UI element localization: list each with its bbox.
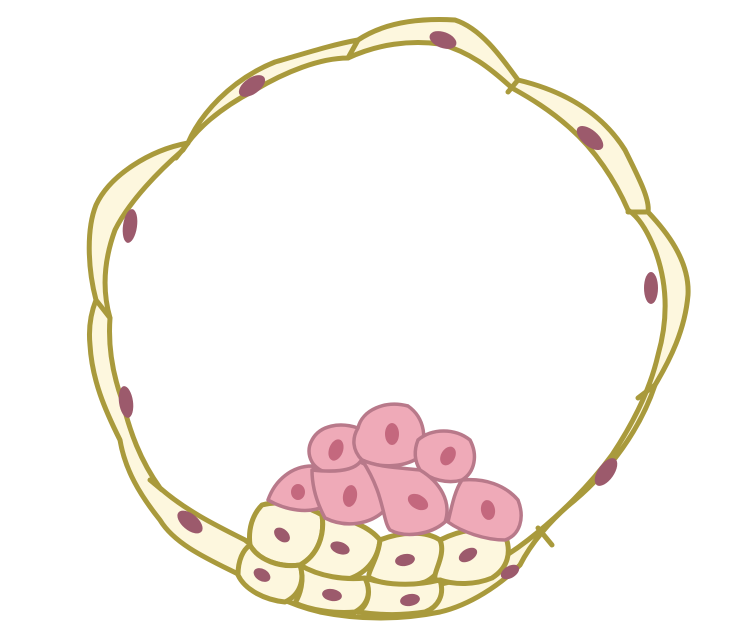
nucleus bbox=[395, 553, 415, 567]
cell-boundary bbox=[173, 140, 191, 161]
nucleus bbox=[322, 588, 342, 602]
cell-boundary bbox=[505, 77, 521, 95]
nucleus bbox=[238, 75, 266, 97]
nucleus bbox=[342, 485, 358, 507]
nucleus bbox=[458, 547, 478, 563]
nucleus bbox=[400, 593, 420, 607]
inner-cell-mass-base bbox=[235, 500, 511, 618]
cell-boundary bbox=[93, 297, 113, 321]
nucleus bbox=[407, 493, 429, 511]
nucleus bbox=[480, 500, 496, 520]
nucleus bbox=[328, 439, 344, 461]
nucleus bbox=[122, 209, 138, 243]
base-cell bbox=[355, 575, 445, 618]
cell-boundary bbox=[345, 37, 361, 61]
nucleus bbox=[576, 126, 604, 150]
cell-boundary bbox=[147, 477, 165, 493]
nucleus bbox=[330, 541, 350, 555]
nucleus bbox=[118, 386, 134, 418]
base-cell bbox=[235, 542, 305, 605]
nucleus bbox=[177, 510, 203, 534]
cell-boundary bbox=[635, 382, 658, 401]
base-cell bbox=[292, 562, 371, 615]
nucleus bbox=[440, 446, 456, 466]
nucleus bbox=[274, 527, 290, 543]
nucleus bbox=[253, 568, 271, 582]
mass-cell bbox=[360, 458, 449, 537]
nucleus bbox=[385, 423, 399, 445]
nucleus bbox=[644, 272, 658, 304]
nucleus bbox=[500, 564, 520, 580]
nucleus bbox=[429, 31, 457, 49]
inner-cell-mass bbox=[266, 402, 523, 542]
outer-cell-layer bbox=[86, 17, 691, 621]
nucleus bbox=[594, 458, 618, 486]
cell-boundary bbox=[535, 525, 555, 548]
nucleus bbox=[291, 484, 305, 500]
